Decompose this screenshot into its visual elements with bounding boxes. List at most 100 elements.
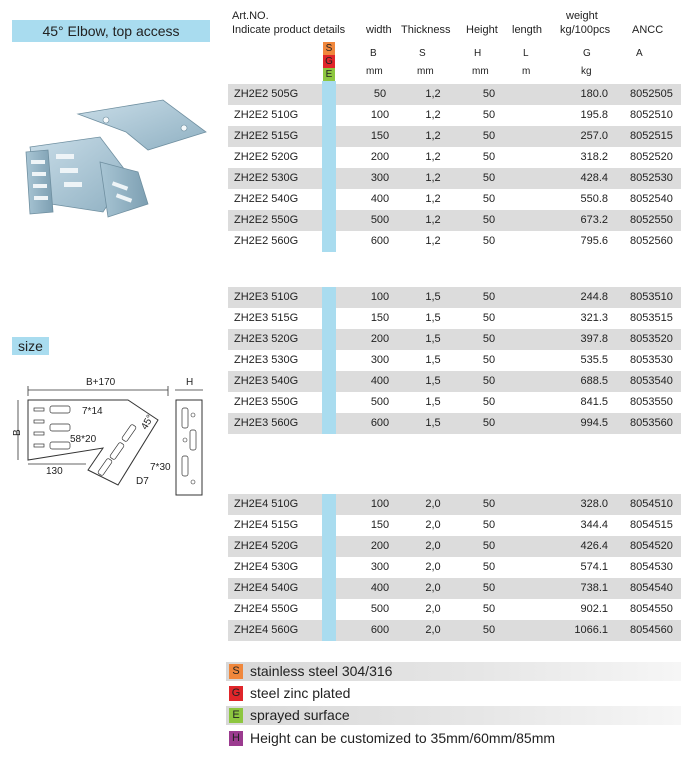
finish-badge-e: E — [323, 68, 335, 81]
height-value: 50 — [482, 130, 496, 142]
dim-b: B — [12, 429, 23, 436]
article-number: ZH2E3 515G — [234, 312, 299, 324]
header-width: width — [366, 24, 392, 36]
weight-value: 841.5 — [580, 396, 608, 408]
thickness-value: 1,5 — [425, 354, 441, 366]
header-thickness: Thickness — [401, 24, 451, 36]
weight-value: 195.8 — [580, 109, 608, 121]
height-value: 50 — [482, 193, 496, 205]
ancc-code: 8054515 — [630, 519, 673, 531]
thickness-value: 1,2 — [425, 88, 441, 100]
article-number: ZH2E4 510G — [234, 498, 299, 510]
height-value: 50 — [482, 582, 496, 594]
article-number: ZH2E2 560G — [234, 235, 299, 247]
width-value: 400 — [370, 193, 390, 205]
accent-column-bar — [322, 287, 336, 434]
width-value: 300 — [370, 172, 390, 184]
weight-value: 673.2 — [580, 214, 608, 226]
weight-value: 574.1 — [580, 561, 608, 573]
height-value: 50 — [482, 540, 496, 552]
finish-badge-g: G — [323, 55, 335, 68]
ancc-code: 8053520 — [630, 333, 673, 345]
ancc-code: 8053540 — [630, 375, 673, 387]
thickness-value: 1,2 — [425, 235, 441, 247]
thickness-value: 1,5 — [425, 417, 441, 429]
legend-key-s: S — [229, 664, 243, 679]
thickness-value: 2,0 — [425, 519, 441, 531]
height-value: 50 — [482, 417, 496, 429]
article-number: ZH2E2 505G — [234, 88, 299, 100]
header-height: Height — [466, 24, 498, 36]
weight-value: 738.1 — [580, 582, 608, 594]
accent-column-bar — [322, 494, 336, 641]
symbol-b: B — [370, 48, 377, 59]
width-value: 300 — [370, 354, 390, 366]
thickness-value: 1,5 — [425, 312, 441, 324]
width-value: 100 — [370, 498, 390, 510]
dim-b-plus-170: B+170 — [86, 377, 116, 388]
product-title: 45° Elbow, top access — [12, 20, 210, 42]
ancc-code: 8052530 — [630, 172, 673, 184]
header-product-details: Indicate product details — [232, 24, 346, 36]
thickness-value: 1,2 — [425, 193, 441, 205]
symbol-h: H — [474, 48, 482, 59]
legend-text: stainless steel 304/316 — [250, 663, 393, 679]
thickness-value: 1,5 — [425, 375, 441, 387]
width-value: 200 — [370, 151, 390, 163]
symbol-a: A — [636, 48, 643, 59]
legend-key-h: H — [229, 731, 243, 746]
thickness-value: 2,0 — [425, 540, 441, 552]
symbol-l: L — [523, 48, 529, 59]
height-value: 50 — [482, 624, 496, 636]
article-number: ZH2E4 515G — [234, 519, 299, 531]
ancc-code: 8053550 — [630, 396, 673, 408]
article-number: ZH2E3 530G — [234, 354, 299, 366]
article-number: ZH2E2 540G — [234, 193, 299, 205]
weight-value: 328.0 — [580, 498, 608, 510]
ancc-code: 8052505 — [630, 88, 673, 100]
height-value: 50 — [482, 396, 496, 408]
header-weight: weight — [566, 10, 598, 22]
thickness-value: 1,5 — [425, 291, 441, 303]
width-value: 400 — [370, 582, 390, 594]
weight-value: 257.0 — [580, 130, 608, 142]
legend-text: sprayed surface — [250, 707, 350, 723]
width-value: 150 — [370, 130, 390, 142]
height-value: 50 — [482, 312, 496, 324]
height-value: 50 — [482, 109, 496, 121]
ancc-code: 8052510 — [630, 109, 673, 121]
weight-value: 688.5 — [580, 375, 608, 387]
weight-value: 994.5 — [580, 417, 608, 429]
ancc-code: 8053560 — [630, 417, 673, 429]
dim-d7: D7 — [136, 476, 149, 487]
article-number: ZH2E2 530G — [234, 172, 299, 184]
width-value: 100 — [370, 291, 390, 303]
accent-column-bar — [322, 81, 336, 252]
height-value: 50 — [482, 561, 496, 573]
ancc-code: 8053530 — [630, 354, 673, 366]
width-value: 50 — [373, 88, 387, 100]
weight-value: 1066.1 — [574, 624, 608, 636]
height-value: 50 — [482, 498, 496, 510]
article-number: ZH2E4 560G — [234, 624, 299, 636]
legend-text: Height can be customized to 35mm/60mm/85… — [250, 730, 556, 746]
ancc-code: 8052520 — [630, 151, 673, 163]
weight-value: 244.8 — [580, 291, 608, 303]
header-ancc: ANCC — [632, 24, 664, 36]
article-number: ZH2E4 550G — [234, 603, 299, 615]
symbol-s: S — [419, 48, 426, 59]
height-value: 50 — [482, 151, 496, 163]
